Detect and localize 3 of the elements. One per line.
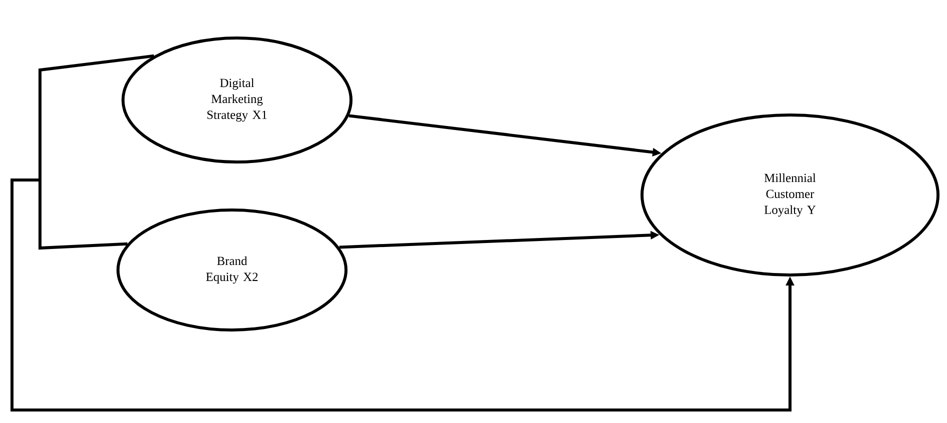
ellipse-node: Brand Equity X2 bbox=[116, 208, 348, 332]
ellipse-node: Digital Marketing Strategy X1 bbox=[122, 36, 352, 164]
ellipse-node: Millennial Customer Loyalty Y bbox=[640, 114, 940, 276]
